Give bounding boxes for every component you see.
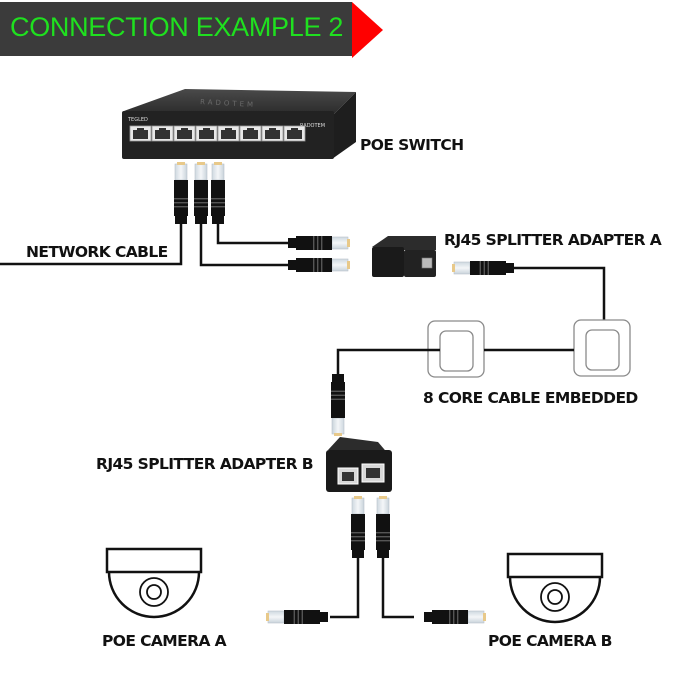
switch-brand-left: TEGLED — [127, 117, 148, 123]
rj45-plug-icon — [193, 161, 209, 225]
splitter-a-label: RJ45 SPLITTER ADAPTER A — [444, 231, 662, 249]
cable-to-splitter-a-upper — [216, 222, 292, 245]
rj45-plug-icon — [210, 161, 226, 225]
splitter-b-label: RJ45 SPLITTER ADAPTER B — [96, 455, 314, 473]
rj45-plug-icon — [423, 609, 487, 625]
switch-port — [195, 125, 218, 142]
splitter-adapter-b — [326, 437, 392, 492]
camera-a-label: POE CAMERA A — [102, 632, 227, 650]
banner-title: CONNECTION EXAMPLE 2 — [10, 12, 344, 42]
network-cable-line — [0, 222, 183, 266]
network-cables — [0, 222, 292, 267]
rj45-plug-icon — [375, 495, 391, 559]
cable-to-splitter-a-lower — [199, 222, 290, 267]
rj45-plug-icon — [287, 235, 351, 251]
poe-switch: TEGLED RADOTEM RADOTEM — [122, 89, 356, 159]
switch-port — [173, 125, 196, 142]
rj45-plug-icon — [266, 610, 328, 624]
switch-port — [129, 125, 152, 142]
poe-switch-label: POE SWITCH — [360, 136, 464, 154]
cable-to-wall-plate — [514, 266, 606, 322]
camera-cables — [330, 556, 414, 619]
switch-brand-right: RADOTEM — [300, 123, 325, 129]
switch-port — [151, 125, 174, 142]
banner-arrow-icon — [352, 2, 383, 58]
splitter-adapter-a — [372, 236, 436, 277]
rj45-plug-icon — [287, 257, 351, 273]
camera-b-icon — [506, 552, 604, 624]
switch-port — [283, 125, 306, 142]
camera-a-icon — [105, 547, 203, 619]
title-banner — [0, 2, 352, 56]
wall-plate-right — [573, 319, 631, 377]
network-cable-label: NETWORK CABLE — [26, 243, 168, 261]
switch-port — [239, 125, 262, 142]
rj45-plug-icon — [350, 495, 366, 559]
cable-to-splitter-b — [336, 348, 440, 378]
wall-plates-label: 8 CORE CABLE EMBEDDED — [423, 389, 638, 407]
rj45-plug-icon — [452, 261, 514, 275]
rj45-plug-icon — [330, 373, 346, 437]
rj45-plug-icon — [173, 161, 189, 225]
switch-port — [217, 125, 240, 142]
svg-text:RADOTEM: RADOTEM — [200, 98, 256, 109]
switch-port — [261, 125, 284, 142]
camera-b-label: POE CAMERA B — [488, 632, 612, 650]
